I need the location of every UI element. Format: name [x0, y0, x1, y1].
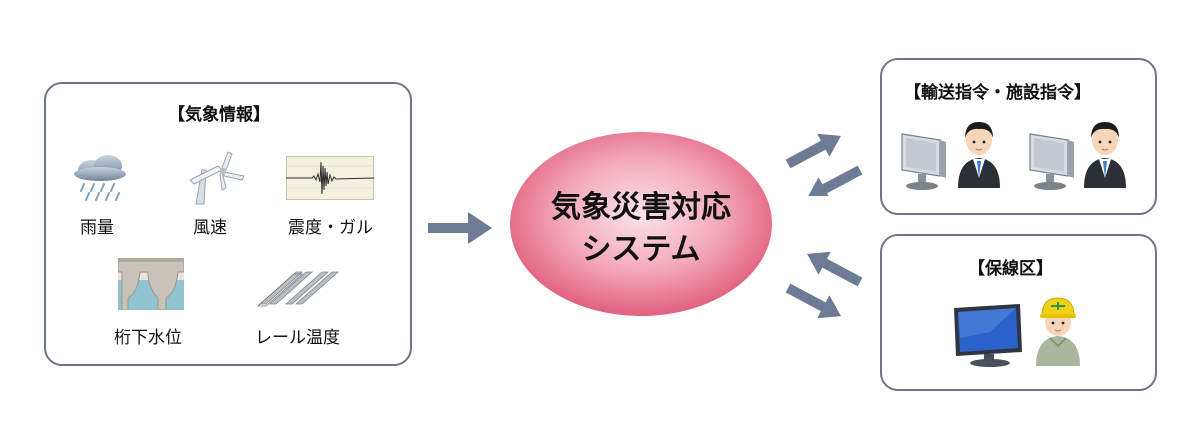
monitor-icon-2 [1028, 130, 1082, 192]
rail-temperature-label: レール温度 [255, 328, 340, 348]
exchange-arrows-dispatch [784, 130, 864, 196]
desktop-monitor-icon [950, 302, 1032, 368]
seismograph-icon [286, 156, 374, 200]
system-name-line2: システム [581, 232, 701, 267]
wind-turbine-icon [182, 150, 246, 206]
right-arrow-icon [428, 210, 494, 246]
weather-info-title: 【気象情報】 [168, 105, 270, 125]
monitor-icon [900, 130, 954, 192]
rain-label: 雨量 [80, 218, 114, 238]
rain-cloud-icon [70, 152, 132, 202]
dispatcher-person-icon [954, 116, 1004, 188]
rail-icon [256, 260, 340, 308]
system-name-line1: 気象災害対応 [551, 190, 731, 225]
maintenance-panel-title: 【保線区】 [968, 259, 1053, 279]
facility-controller-person-icon [1080, 116, 1130, 188]
track-worker-icon [1030, 290, 1086, 366]
weather-disaster-system-ellipse [508, 130, 774, 318]
under-girder-water-level-label: 桁下水位 [114, 328, 182, 348]
exchange-arrows-maintenance [784, 248, 864, 322]
seismic-intensity-gal-label: 震度・ガル [288, 218, 373, 238]
weather-info-panel [44, 82, 412, 366]
dispatch-panel-title: 【輸送指令・施設指令】 [904, 83, 1091, 103]
bridge-water-level-icon [118, 258, 184, 310]
wind-speed-label: 風速 [193, 218, 227, 238]
